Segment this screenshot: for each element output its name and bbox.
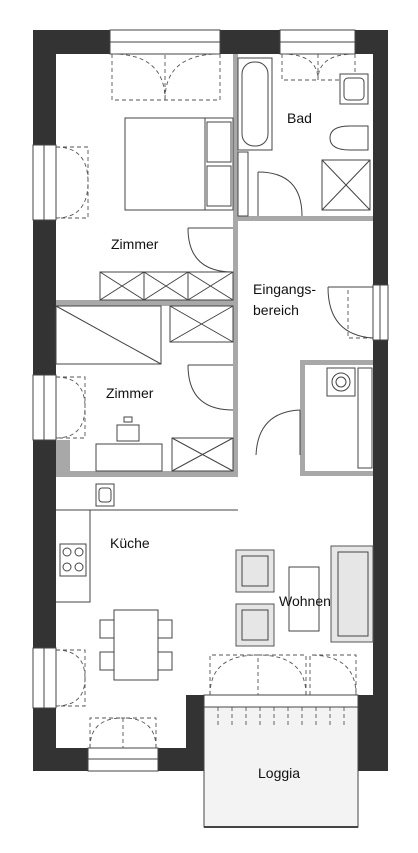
label-eingangsbereich-line1: Eingangs-: [253, 281, 316, 297]
bedroom-2-furniture: [55, 305, 234, 472]
interior-walls: [56, 54, 373, 477]
label-wohnen: Wohnen: [279, 593, 331, 609]
label-loggia: Loggia: [258, 765, 300, 781]
label-zimmer-2: Zimmer: [106, 385, 154, 401]
bathroom-fixtures: [237, 57, 371, 217]
bedroom-1-furniture: [99, 117, 234, 301]
label-kueche: Küche: [110, 535, 150, 551]
loggia-area: [203, 706, 359, 828]
label-zimmer-1: Zimmer: [111, 236, 159, 252]
room-labels: Bad Zimmer Eingangs- bereich Zimmer Küch…: [106, 110, 331, 781]
storage-fixtures: [326, 367, 373, 469]
label-eingangsbereich-line2: bereich: [253, 302, 299, 318]
window-swings: [55, 53, 373, 749]
door-swings: [187, 171, 374, 456]
label-bad: Bad: [287, 110, 312, 126]
kitchen-fixtures: [56, 483, 238, 681]
windows: [32, 29, 389, 772]
living-furniture: [235, 545, 374, 647]
